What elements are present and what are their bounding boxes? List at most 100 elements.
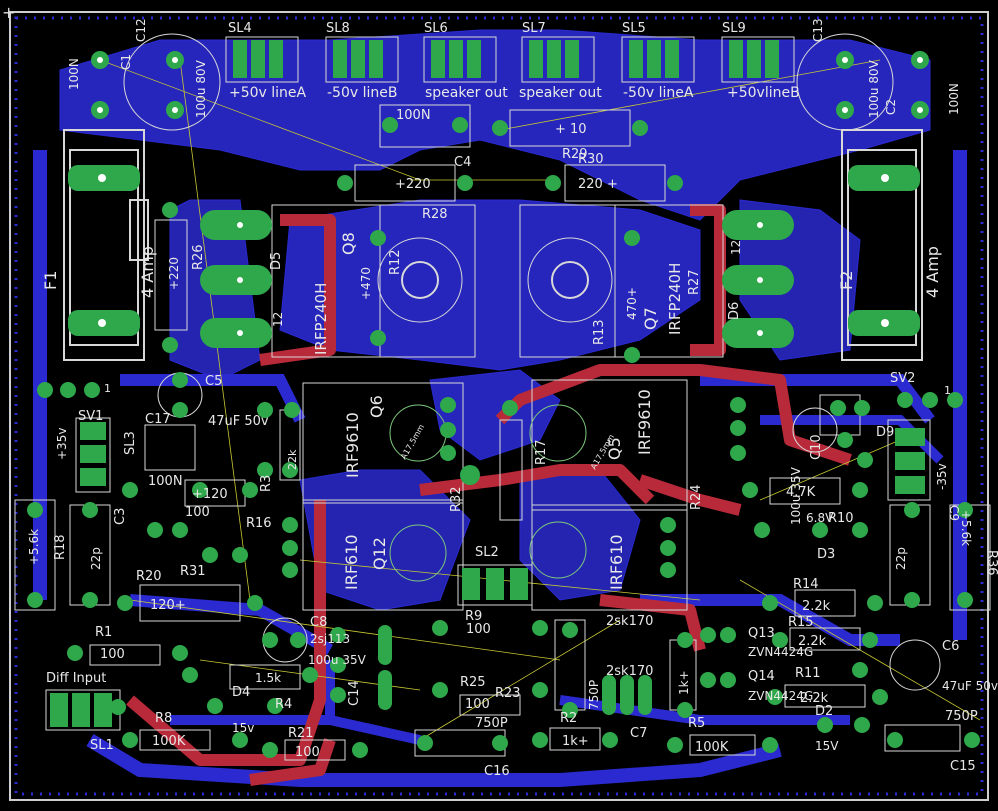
heatsink-q12 — [302, 499, 464, 611]
label-c7-value: 750P — [587, 680, 601, 710]
ground-stitching-vias — [14, 16, 984, 796]
label-r-120a: +120 — [192, 487, 228, 502]
label-c5: C5 — [205, 374, 222, 389]
label-r15: R15 — [788, 615, 814, 630]
label-d4-value: 15v — [232, 721, 254, 735]
fuse-holder-f2 — [841, 129, 923, 361]
label-c5-value: 47uF 50v — [208, 414, 269, 429]
label-r32: R32 — [449, 486, 464, 512]
label-r24: R24 — [689, 484, 704, 510]
label-r9-value: 100 — [466, 622, 491, 637]
label-r16: R16 — [246, 516, 272, 531]
label-q8-part: IRFP240H — [312, 283, 330, 355]
label-q6: Q6 — [367, 395, 386, 418]
label-sv1: SV1 — [78, 409, 103, 424]
label-q11-part: IRF610 — [607, 534, 626, 590]
label-pad-12a: 12 — [271, 312, 285, 327]
label-c9: C9 — [947, 505, 961, 521]
label-c3: C3 — [113, 508, 128, 525]
label-r25: R25 — [460, 675, 486, 690]
label-r21: R21 — [288, 726, 314, 741]
label-r31: R31 — [180, 564, 206, 579]
label-r30: R30 — [578, 152, 604, 167]
label-sl6: SL6 — [424, 21, 448, 36]
label-r10: R10 — [828, 511, 854, 526]
label-r10-value: 4.7K — [786, 485, 816, 500]
label-cap-100n-left: 100N — [67, 58, 81, 90]
label-r12-value: +470 — [359, 267, 373, 300]
label-sv2-pin1: 1 — [944, 384, 951, 397]
label-plus-35v: +35v — [55, 428, 69, 460]
label-r7-value: 1k+ — [677, 670, 691, 695]
label-sl7: SL7 — [522, 21, 546, 36]
label-sl9-text: +50vlineB — [727, 85, 800, 101]
label-c2: C2 — [884, 99, 898, 115]
label-f2-value: 4 Amp — [923, 246, 942, 298]
label-r3: R3 — [259, 475, 274, 492]
label-f1-value: 4 Amp — [138, 246, 157, 298]
label-r17: R17 — [534, 439, 549, 465]
label-r13-value: 470+ — [625, 287, 639, 320]
label-sl4-text: +50v lineA — [229, 85, 307, 101]
label-q5-part: IRF9610 — [635, 389, 654, 455]
capacitor-c12-outline — [123, 33, 221, 131]
label-d3: D3 — [817, 547, 835, 562]
label-d6: D6 — [727, 302, 742, 320]
label-r-220b: 220 + — [578, 177, 618, 192]
label-2sk170-b: 2sk170 — [606, 664, 653, 679]
label-cap-22p-left: 22p — [89, 547, 103, 570]
label-r2-value: 1k+ — [562, 734, 589, 749]
label-q7: Q7 — [641, 307, 660, 330]
label-c15: C15 — [950, 759, 976, 774]
label-c13: C13 — [811, 18, 825, 42]
label-r14: R14 — [793, 577, 819, 592]
label-diff-input: Diff Input — [46, 671, 106, 686]
label-r21-value: 100 — [295, 745, 320, 760]
through-hole-pads — [27, 51, 980, 758]
label-d9: D9 — [876, 425, 894, 440]
label-c10: C10 — [809, 434, 824, 460]
label-2sj113: 2sj113 — [310, 632, 350, 646]
label-r26-value: +220 — [167, 257, 181, 290]
label-c3-value: 100N — [148, 474, 183, 489]
label-r2: R2 — [560, 711, 577, 726]
label-q7-part: IRFP240H — [666, 263, 684, 335]
capacitor-c13-outline — [796, 33, 894, 131]
label-r13: R13 — [592, 319, 607, 345]
label-r8: R8 — [155, 711, 172, 726]
heatsink-q5 — [529, 379, 688, 511]
heatsink-q8 — [271, 204, 476, 358]
label-q13: Q13 — [748, 626, 775, 641]
label-r26: R26 — [191, 244, 206, 270]
label-q14: Q14 — [748, 669, 775, 684]
label-sl4: SL4 — [228, 21, 252, 36]
label-d3-value: 6.8V — [806, 511, 834, 525]
label-cap-22p-right: 22p — [894, 547, 908, 570]
label-q12-part: IRF610 — [342, 534, 361, 590]
label-c7: C7 — [630, 726, 647, 741]
label-sl5: SL5 — [622, 21, 646, 36]
label-c4-value: 100N — [396, 108, 431, 123]
label-r-120b: 120+ — [150, 598, 186, 613]
label-c1: C1 — [119, 54, 133, 70]
label-c6: C6 — [942, 639, 959, 654]
label-d2-value: 15V — [815, 739, 839, 753]
label-c14: C14 — [347, 680, 362, 706]
label-r29: R29 — [562, 147, 588, 162]
label-c8: C8 — [310, 615, 327, 630]
label-minus-35v: -35v — [935, 463, 949, 490]
label-r4: R4 — [275, 697, 292, 712]
label-sl6-text: speaker out — [425, 85, 508, 101]
label-c4: C4 — [454, 155, 471, 170]
origin-marker: + — [2, 3, 15, 22]
label-r23: R23 — [495, 686, 521, 701]
label-r5-value: 100K — [695, 740, 729, 755]
label-r1-value: 100 — [100, 647, 125, 662]
label-f1: F1 — [41, 271, 60, 290]
label-sl8: SL8 — [326, 21, 350, 36]
label-r-220a: +220 — [395, 177, 431, 192]
board-outline — [9, 11, 989, 801]
label-r5: R5 — [688, 716, 705, 731]
heatsink-q11 — [529, 504, 688, 611]
label-c17: C17 — [145, 412, 171, 427]
